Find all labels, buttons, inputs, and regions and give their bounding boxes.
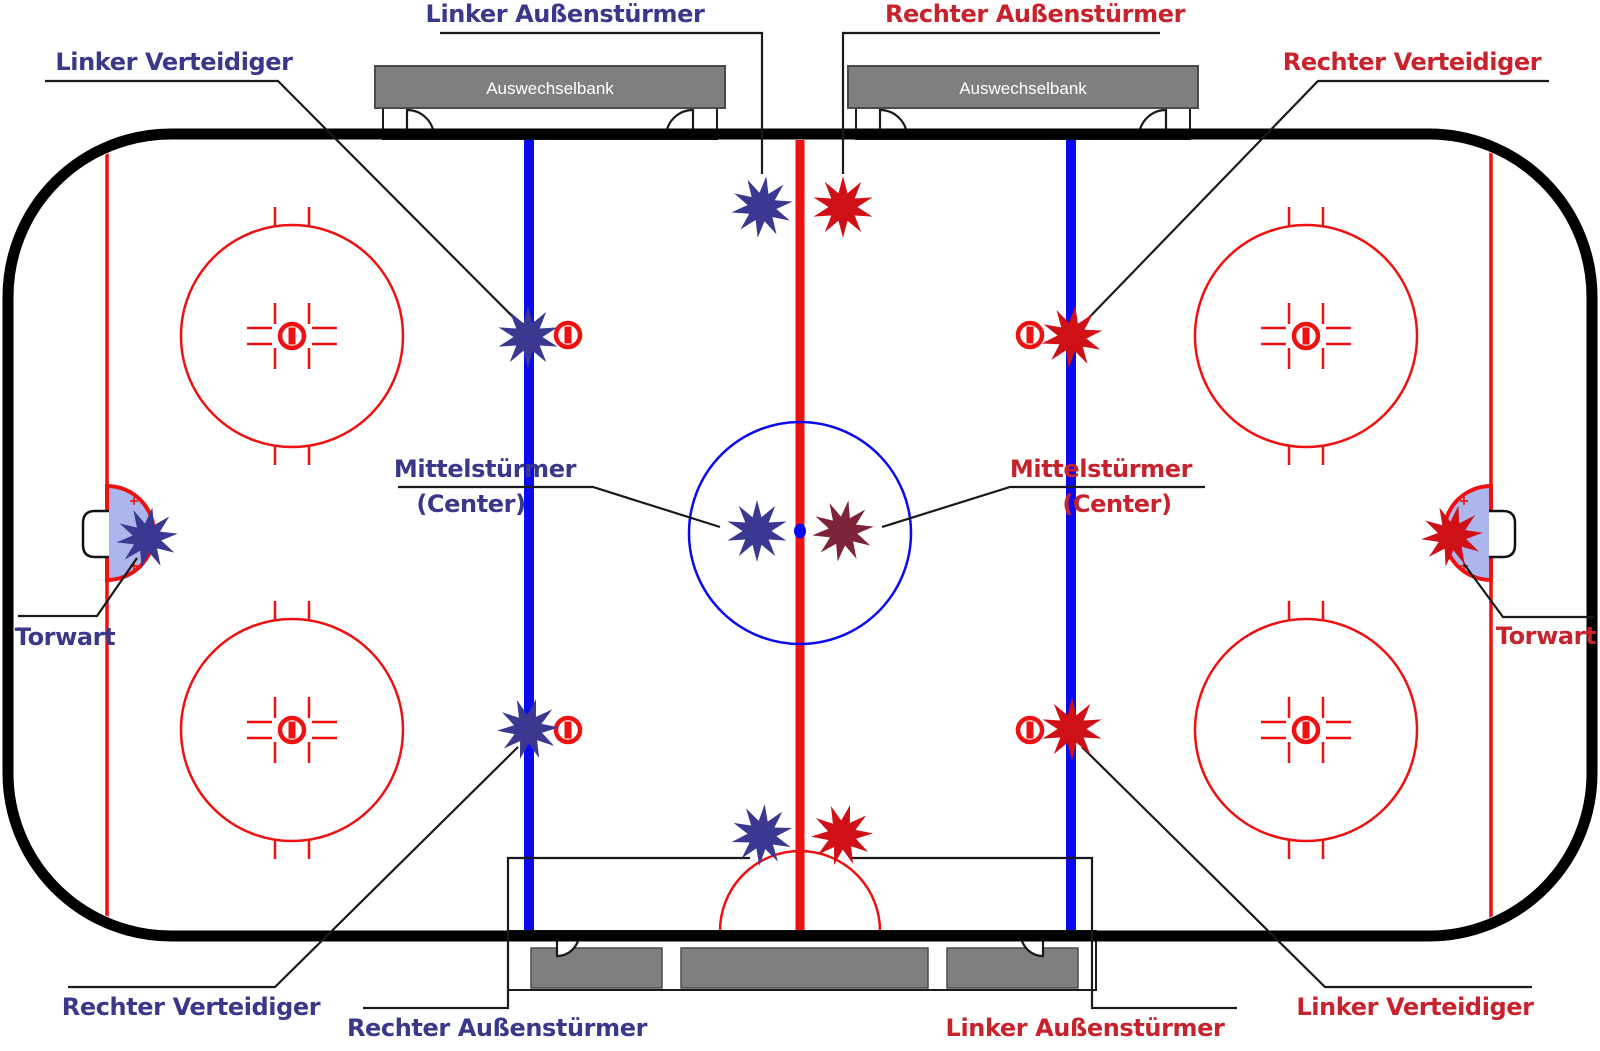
neutral-dot-bottom-left xyxy=(556,718,580,742)
label-mittelstuermer-blue-line1: Mittelstürmer xyxy=(394,455,577,483)
callout-linker-aussenstuermer-top xyxy=(440,31,764,174)
callout-mittelstuermer-blue xyxy=(398,485,721,529)
players-bench-right: Auswechselbank xyxy=(847,65,1199,140)
center-faceoff-dot xyxy=(794,523,806,539)
callout-rechter-aussenstuermer-bottom xyxy=(363,856,750,1010)
label-torwart-right: Torwart xyxy=(1496,622,1596,650)
scorekeeper-box xyxy=(680,947,929,989)
callout-linker-verteidiger-bottom xyxy=(1081,746,1532,989)
label-rechter-verteidiger-top: Rechter Verteidiger xyxy=(1283,48,1542,76)
callout-torwart-right xyxy=(1463,563,1594,619)
label-linker-aussenstuermer-bottom: Linker Außenstürmer xyxy=(946,1014,1225,1042)
bench-label-left: Auswechselbank xyxy=(486,79,614,98)
players-bench-left: Auswechselbank xyxy=(374,65,726,140)
bench-label-right: Auswechselbank xyxy=(959,79,1087,98)
rink-boards xyxy=(2,128,1598,942)
callout-mittelstuermer-red xyxy=(881,485,1205,529)
label-rechter-verteidiger-bottom: Rechter Verteidiger xyxy=(62,993,321,1021)
position-labels: Linker Verteidiger Linker Außenstürmer R… xyxy=(15,0,1597,1042)
callout-linker-aussenstuermer-bottom xyxy=(852,856,1237,1010)
label-mittelstuermer-red-line2: (Center) xyxy=(1062,490,1171,518)
goal-right xyxy=(1489,509,1517,559)
label-torwart-left: Torwart xyxy=(15,623,115,651)
penalty-box-right xyxy=(946,947,1079,989)
callout-torwart-left xyxy=(18,557,138,618)
callout-rechter-aussenstuermer-top xyxy=(841,31,1160,174)
callout-rechter-verteidiger-bottom xyxy=(68,746,519,989)
goal-left xyxy=(81,509,109,559)
label-linker-verteidiger-top: Linker Verteidiger xyxy=(55,48,293,76)
neutral-dot-top-right xyxy=(1018,323,1042,347)
neutral-dot-bottom-right xyxy=(1018,718,1042,742)
callout-lines xyxy=(18,31,1594,1010)
neutral-dot-top-left xyxy=(556,323,580,347)
label-rechter-aussenstuermer-bottom: Rechter Außenstürmer xyxy=(347,1014,648,1042)
label-linker-aussenstuermer-top: Linker Außenstürmer xyxy=(426,0,705,28)
callout-linker-verteidiger-top xyxy=(45,79,526,330)
label-rechter-aussenstuermer-top: Rechter Außenstürmer xyxy=(885,0,1186,28)
callout-rechter-verteidiger-top xyxy=(1077,79,1549,330)
referee-crease xyxy=(718,849,882,932)
label-mittelstuermer-red-line1: Mittelstürmer xyxy=(1010,455,1193,483)
penalty-box-left xyxy=(530,947,663,989)
center-circle xyxy=(687,420,913,646)
label-mittelstuermer-blue-line2: (Center) xyxy=(416,490,525,518)
label-linker-verteidiger-bottom: Linker Verteidiger xyxy=(1296,993,1534,1021)
